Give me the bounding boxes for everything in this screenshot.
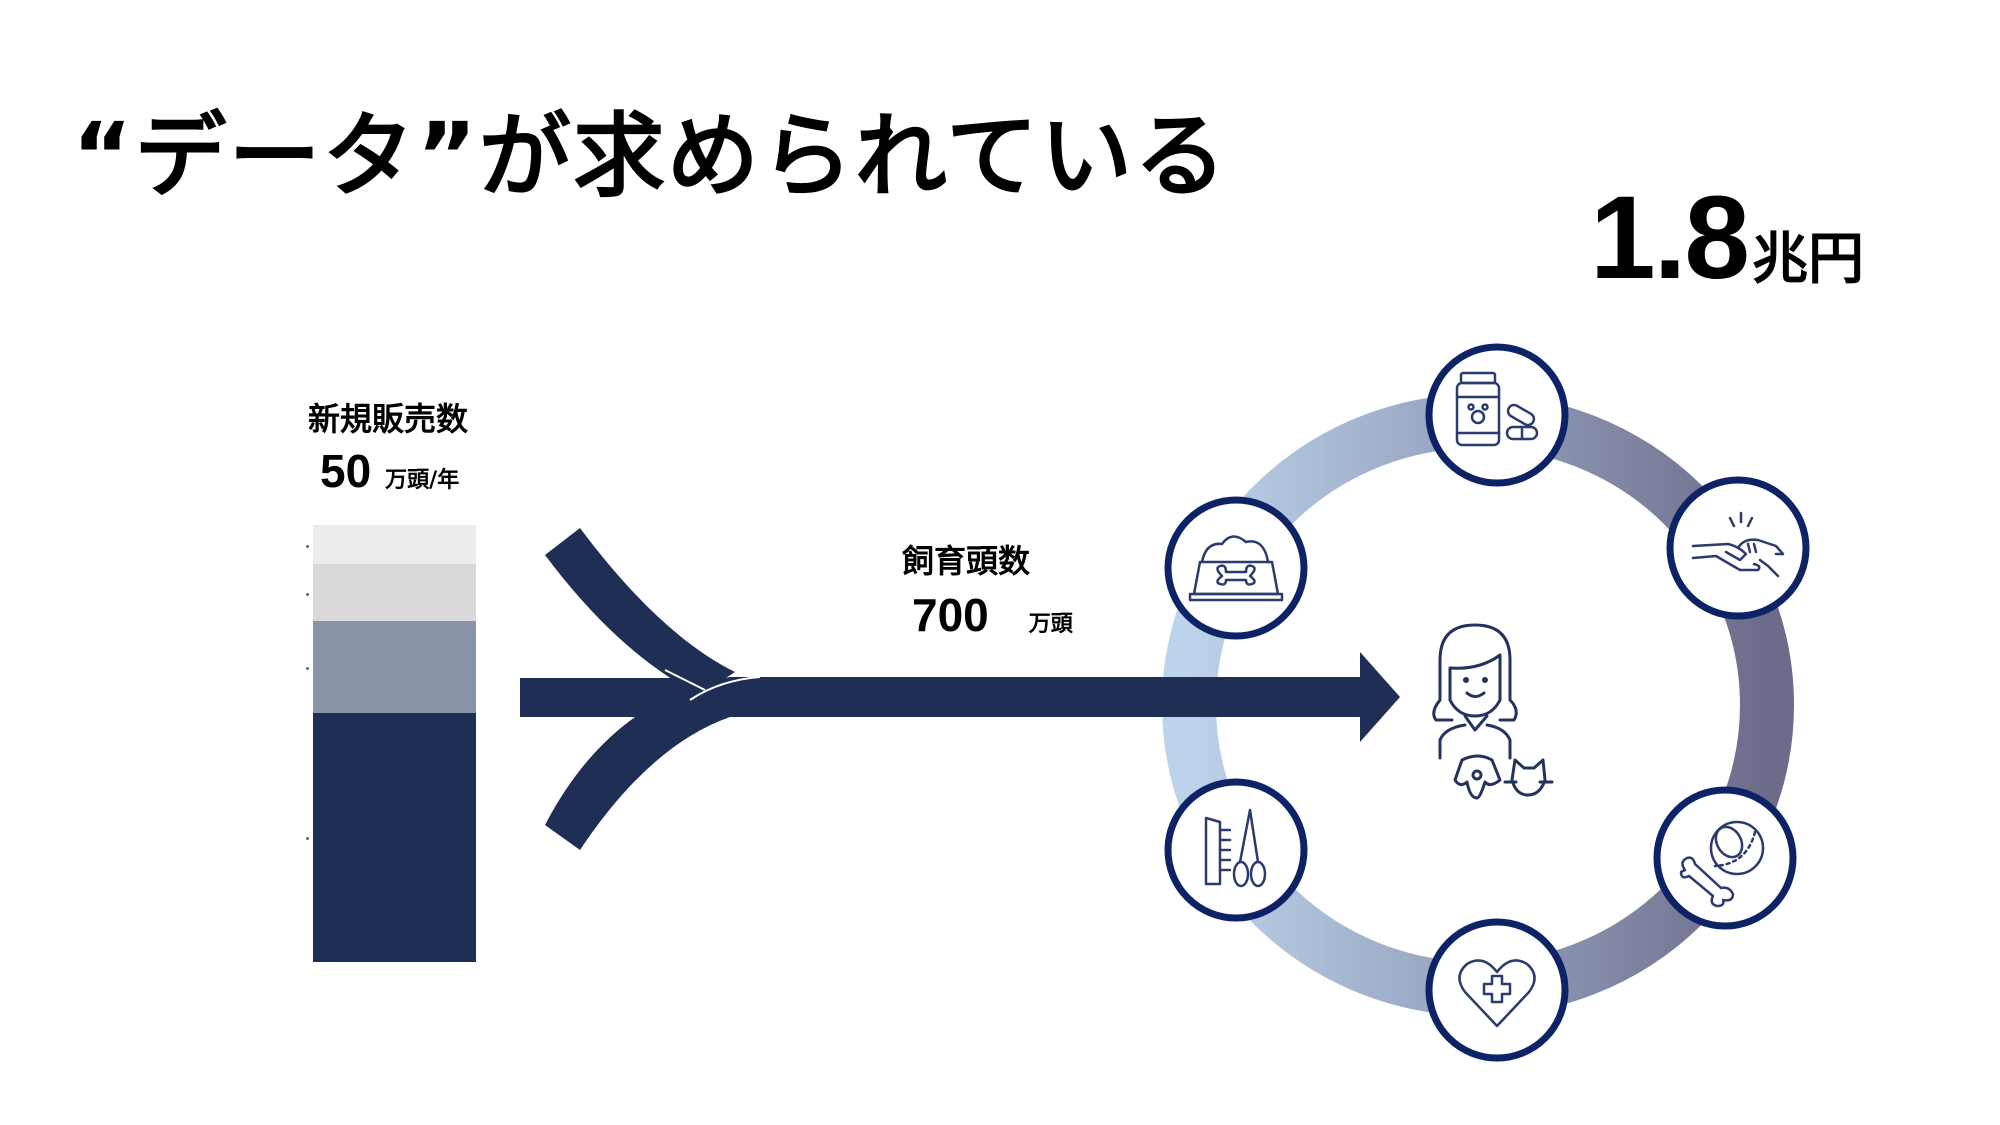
heart-medical-icon bbox=[1458, 959, 1536, 1028]
paw-hand-bond-icon bbox=[1691, 511, 1785, 578]
service-node-circle bbox=[1425, 343, 1569, 487]
stack-segment bbox=[313, 564, 476, 622]
market-size-unit: 兆円 bbox=[1752, 227, 1865, 292]
service-node-circle bbox=[1425, 918, 1569, 1062]
merge-arrow bbox=[520, 528, 1400, 850]
service-node-medicine bbox=[1425, 343, 1569, 487]
herd-count-label: 飼育頭数 bbox=[902, 542, 1031, 580]
owner-with-dog-and-cat-icon bbox=[1432, 623, 1554, 800]
service-node-circle bbox=[1164, 778, 1308, 922]
stack-tick bbox=[306, 667, 309, 671]
new-sales-label: 新規販売数 bbox=[308, 400, 469, 438]
new-sales-stacked-bar bbox=[313, 525, 476, 962]
pet-medicine-icon bbox=[1455, 371, 1539, 447]
herd-count-unit: 万頭 bbox=[1028, 612, 1073, 637]
stack-segment bbox=[313, 712, 476, 962]
new-sales-figure: 50 万頭/年 bbox=[320, 444, 459, 498]
stack-segment bbox=[313, 525, 476, 565]
new-sales-value: 50 bbox=[320, 445, 372, 497]
flow-branch-top bbox=[545, 528, 735, 695]
comb-scissors-icon bbox=[1204, 808, 1267, 888]
merge-seam bbox=[664, 669, 706, 691]
flow-branch-bottom bbox=[545, 677, 775, 850]
stack-segment bbox=[313, 621, 476, 713]
flow-main-shaft bbox=[770, 677, 1365, 717]
service-node-training bbox=[1666, 476, 1810, 620]
toy-ball-bone-icon bbox=[1679, 820, 1765, 908]
stack-tick bbox=[306, 544, 309, 548]
service-node-circle bbox=[1164, 496, 1308, 640]
service-node-grooming bbox=[1164, 778, 1308, 922]
herd-count-value: 700 bbox=[912, 589, 989, 641]
stack-tick bbox=[306, 837, 309, 841]
market-size-value: 1.8 bbox=[1590, 172, 1750, 304]
herd-count-figure: 700 万頭 bbox=[912, 588, 1073, 642]
service-node-toys bbox=[1653, 786, 1797, 930]
merge-seam-curve bbox=[689, 676, 761, 701]
service-node-circle bbox=[1653, 786, 1797, 930]
stack-tick bbox=[306, 592, 309, 596]
food-bowl-icon bbox=[1188, 535, 1284, 602]
market-size: 1.8兆円 bbox=[1590, 170, 1864, 306]
service-node-veterinary bbox=[1425, 918, 1569, 1062]
service-node-pet-food bbox=[1164, 496, 1308, 640]
new-sales-unit: 万頭/年 bbox=[385, 468, 460, 493]
page-title: “データ”が求められている bbox=[72, 103, 1229, 210]
flow-arrow-head bbox=[1360, 652, 1400, 742]
